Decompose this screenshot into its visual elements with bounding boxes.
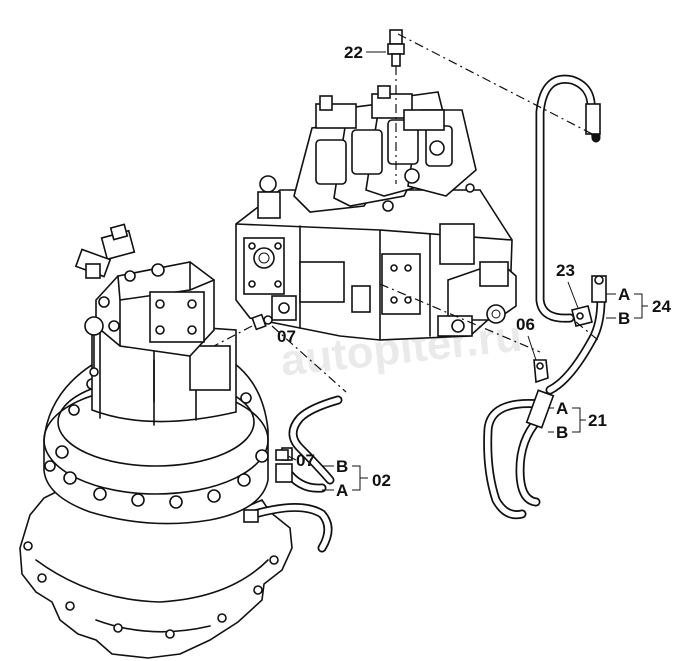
- hose-21-fitting: [525, 389, 555, 429]
- part-23-elbow: [571, 305, 593, 327]
- part-07-upper-fitting: [251, 313, 273, 331]
- spool-housings: [257, 85, 477, 219]
- label-23: 23: [556, 261, 575, 280]
- label-b-21: B: [556, 423, 568, 442]
- callout-labels: 22 07 06 23 A B 24 A B 21 07 B A 02: [277, 43, 671, 500]
- drum-bolts: [44, 364, 269, 509]
- leader-lines: [213, 33, 601, 393]
- label-06: 06: [516, 315, 535, 334]
- label-07-lower: 07: [296, 451, 315, 470]
- part-06-elbow: [533, 359, 549, 384]
- label-a-21: A: [556, 399, 568, 418]
- hose-fitting-top: [585, 103, 601, 135]
- control-valve-assembly: [235, 85, 517, 341]
- hose-02-fitting: [275, 463, 293, 483]
- label-a-02: A: [336, 481, 348, 500]
- label-21: 21: [588, 411, 607, 430]
- hose-02: [275, 395, 343, 493]
- label-a-24: A: [618, 285, 630, 304]
- hose-upper-long: [535, 74, 601, 323]
- label-b-02: B: [336, 457, 348, 476]
- drain-hose: [243, 502, 333, 553]
- label-07-upper: 07: [277, 327, 296, 346]
- label-24: 24: [652, 297, 671, 316]
- label-22: 22: [344, 43, 363, 62]
- part-07-lower-fitting: [275, 449, 289, 461]
- label-02: 02: [372, 471, 391, 490]
- side-valve-block: [437, 261, 517, 337]
- flange-bolt-holes: [23, 541, 279, 639]
- hose-24: [545, 275, 607, 395]
- hose-21: [483, 389, 555, 520]
- swing-motor-assembly: [19, 223, 293, 659]
- label-b-24: B: [618, 309, 630, 328]
